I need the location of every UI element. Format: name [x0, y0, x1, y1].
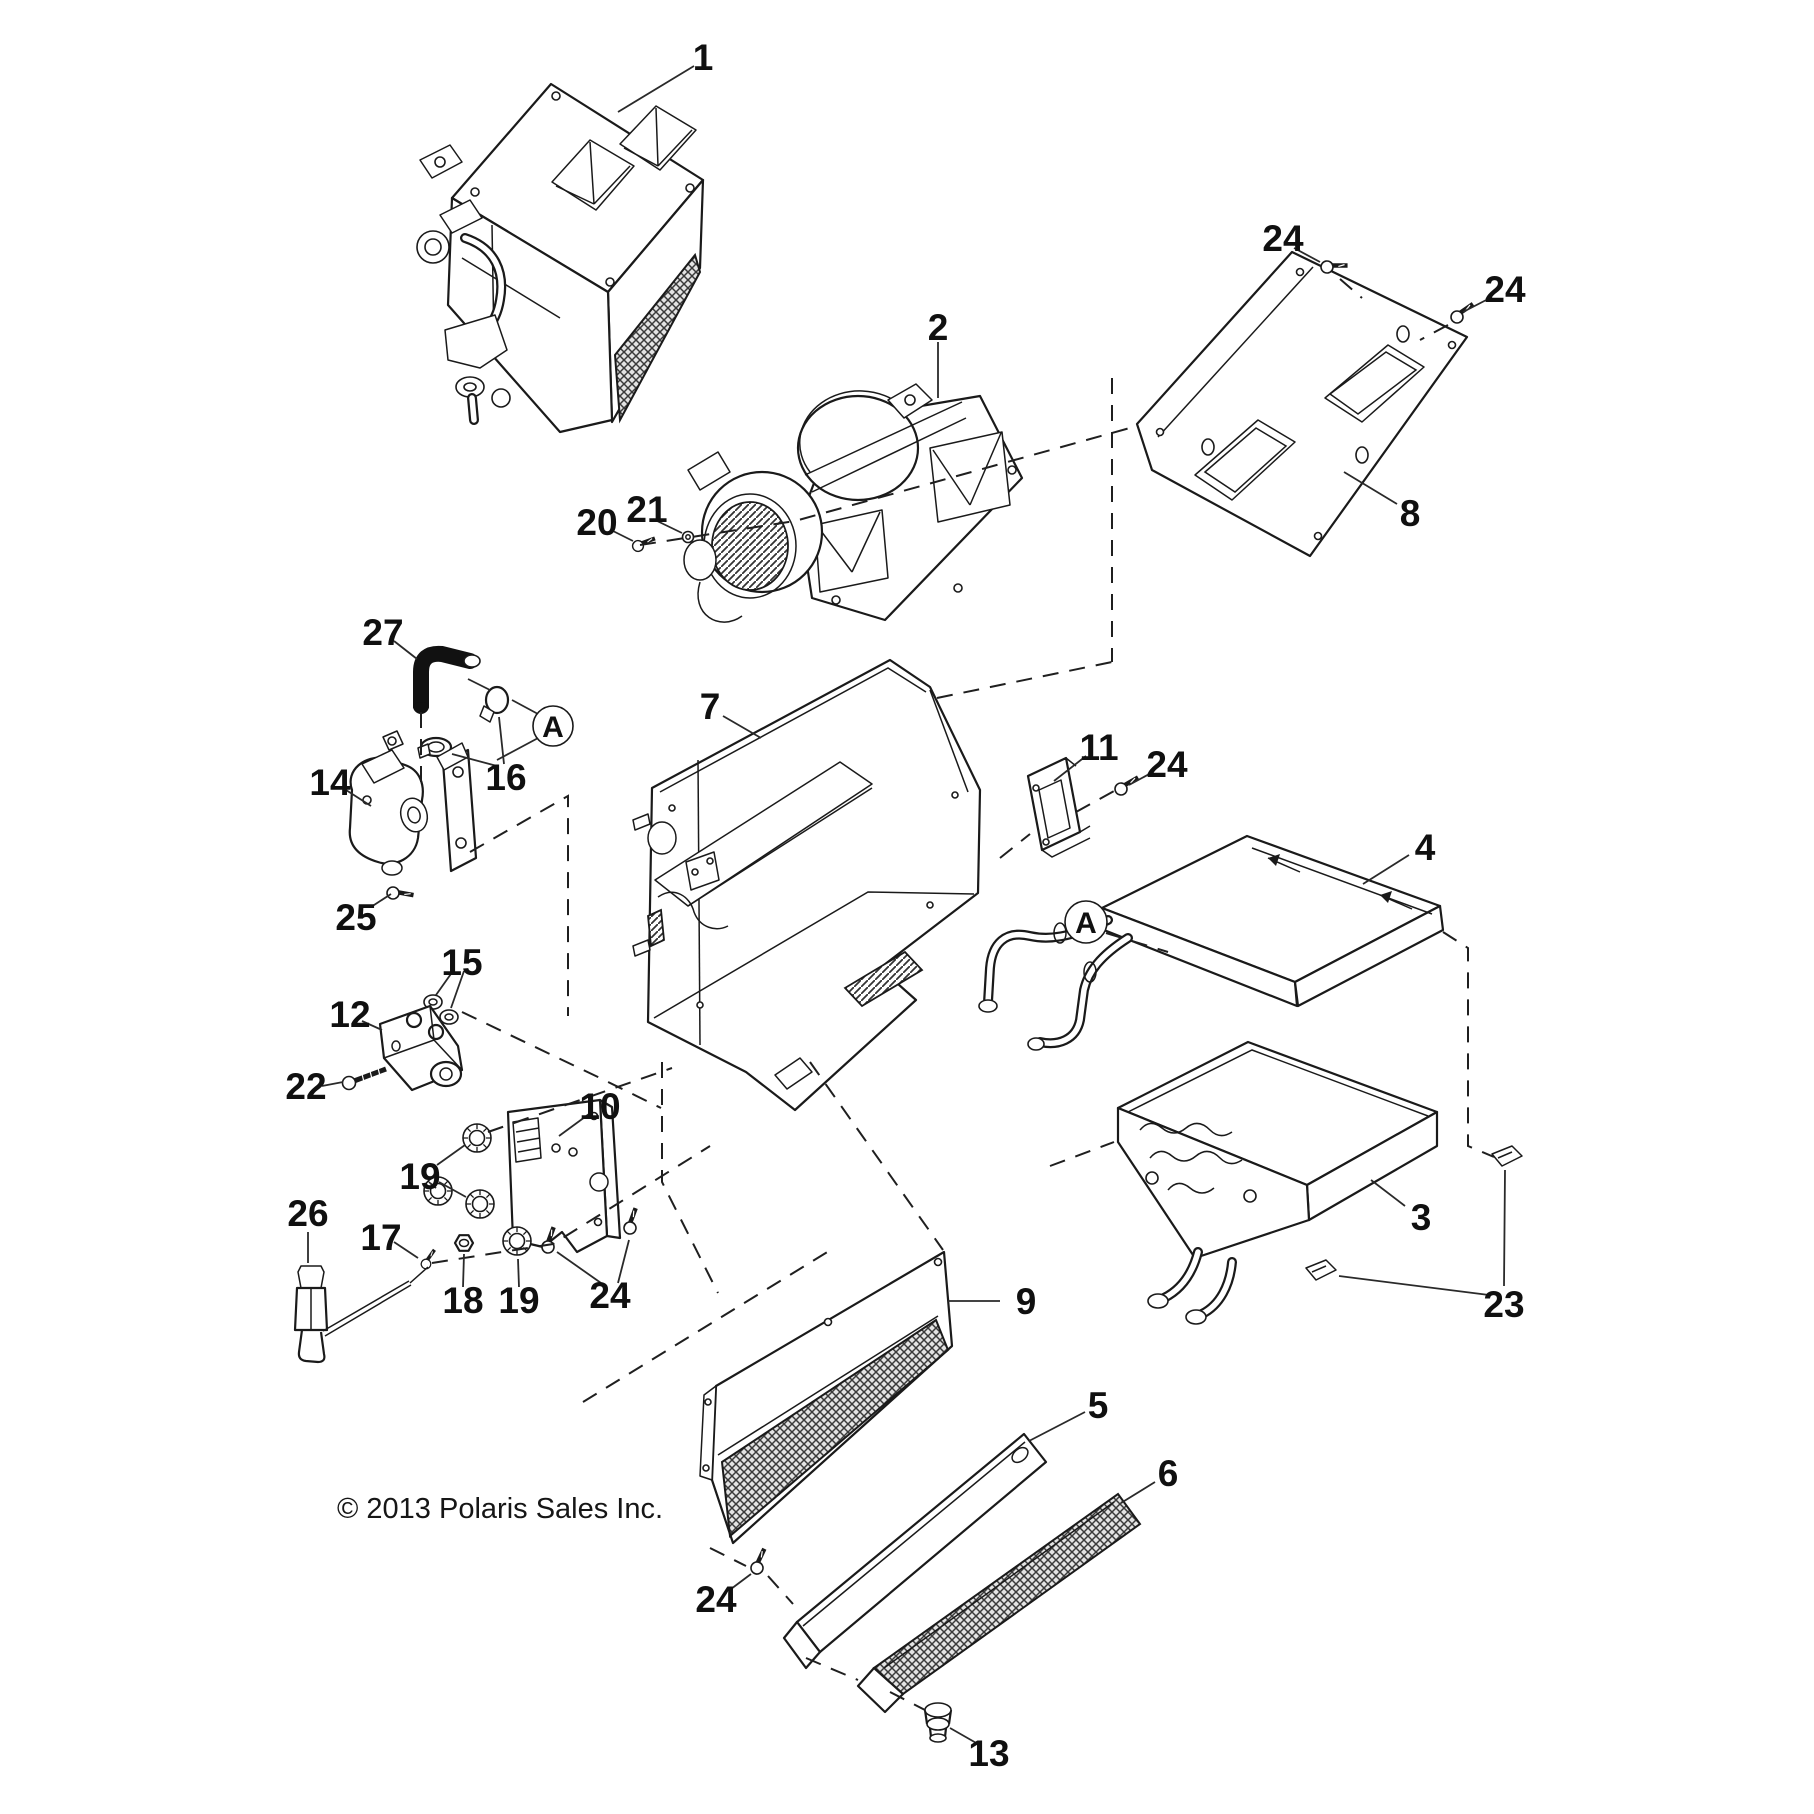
part-5-cover-plate	[782, 1432, 1048, 1670]
assembly-dashed-lines	[420, 278, 1495, 1711]
part-6-filter-screen	[856, 1492, 1142, 1714]
detail-marker-a1: A	[1075, 907, 1097, 940]
callout-24a: 24	[1262, 218, 1304, 259]
callout-14: 14	[309, 762, 351, 803]
callout-21: 21	[626, 489, 667, 530]
part-1-heater-assembly	[416, 82, 705, 434]
part-21-washer	[681, 530, 695, 544]
part-11-duct-bezel	[1026, 756, 1091, 858]
callout-2: 2	[928, 307, 949, 348]
callout-7: 7	[700, 686, 721, 727]
part-27-drain-hose	[413, 645, 481, 714]
callout-20: 20	[576, 502, 617, 543]
part-2-blower-assembly	[683, 383, 1024, 623]
callout-26: 26	[287, 1193, 328, 1234]
part-17-screw	[416, 1248, 442, 1272]
callout-4: 4	[1415, 827, 1436, 868]
part-26-temp-sensor	[293, 1265, 429, 1364]
callout-25: 25	[335, 897, 376, 938]
part-3-evaporator-core	[1116, 1040, 1439, 1325]
detail-markers: A A	[532, 705, 1108, 944]
callout-16: 16	[485, 757, 526, 798]
callout-24c: 24	[1146, 744, 1188, 785]
part-8-rear-cover-panel	[1135, 250, 1469, 558]
callout-24e: 24	[695, 1579, 737, 1620]
callout-24b: 24	[1484, 269, 1526, 310]
callout-1: 1	[693, 37, 714, 78]
part-12-fitting-block	[378, 1004, 464, 1092]
callout-22: 22	[285, 1066, 326, 1107]
part-7-heater-housing	[632, 658, 982, 1112]
callout-12: 12	[329, 994, 370, 1035]
callout-13: 13	[968, 1733, 1009, 1774]
callout-15: 15	[441, 942, 482, 983]
callout-3: 3	[1411, 1197, 1432, 1238]
callout-labels: 1 2 24 24 8 20 21 27 16 14 25 7 11 24 4 …	[285, 37, 1526, 1774]
callout-11: 11	[1079, 727, 1118, 768]
part-10-mount-plate	[506, 1098, 622, 1254]
callout-24d: 24	[589, 1275, 631, 1316]
part-23-retainer-clips	[1305, 1145, 1523, 1281]
part-13-plug	[923, 1702, 953, 1743]
callout-8: 8	[1400, 493, 1421, 534]
callout-18: 18	[442, 1280, 483, 1321]
callout-19b: 19	[498, 1280, 539, 1321]
callout-10: 10	[579, 1086, 620, 1127]
callout-27: 27	[362, 612, 403, 653]
part-18-nut	[453, 1234, 475, 1252]
callout-5: 5	[1088, 1385, 1109, 1426]
detail-marker-a2: A	[542, 711, 564, 744]
part-4-heater-core	[978, 834, 1445, 1051]
copyright-notice: © 2013 Polaris Sales Inc.	[337, 1493, 663, 1525]
callout-leader-lines	[307, 65, 1506, 1745]
part-22-screw	[341, 1066, 387, 1091]
part-9-louver-panel	[699, 1250, 954, 1545]
callout-9: 9	[1016, 1281, 1037, 1322]
part-25-screw	[385, 880, 414, 909]
callout-17: 17	[360, 1217, 401, 1258]
callout-23: 23	[1483, 1284, 1524, 1325]
callout-6: 6	[1158, 1453, 1179, 1494]
callout-19a: 19	[399, 1156, 440, 1197]
part-14-control-valve	[348, 730, 478, 876]
